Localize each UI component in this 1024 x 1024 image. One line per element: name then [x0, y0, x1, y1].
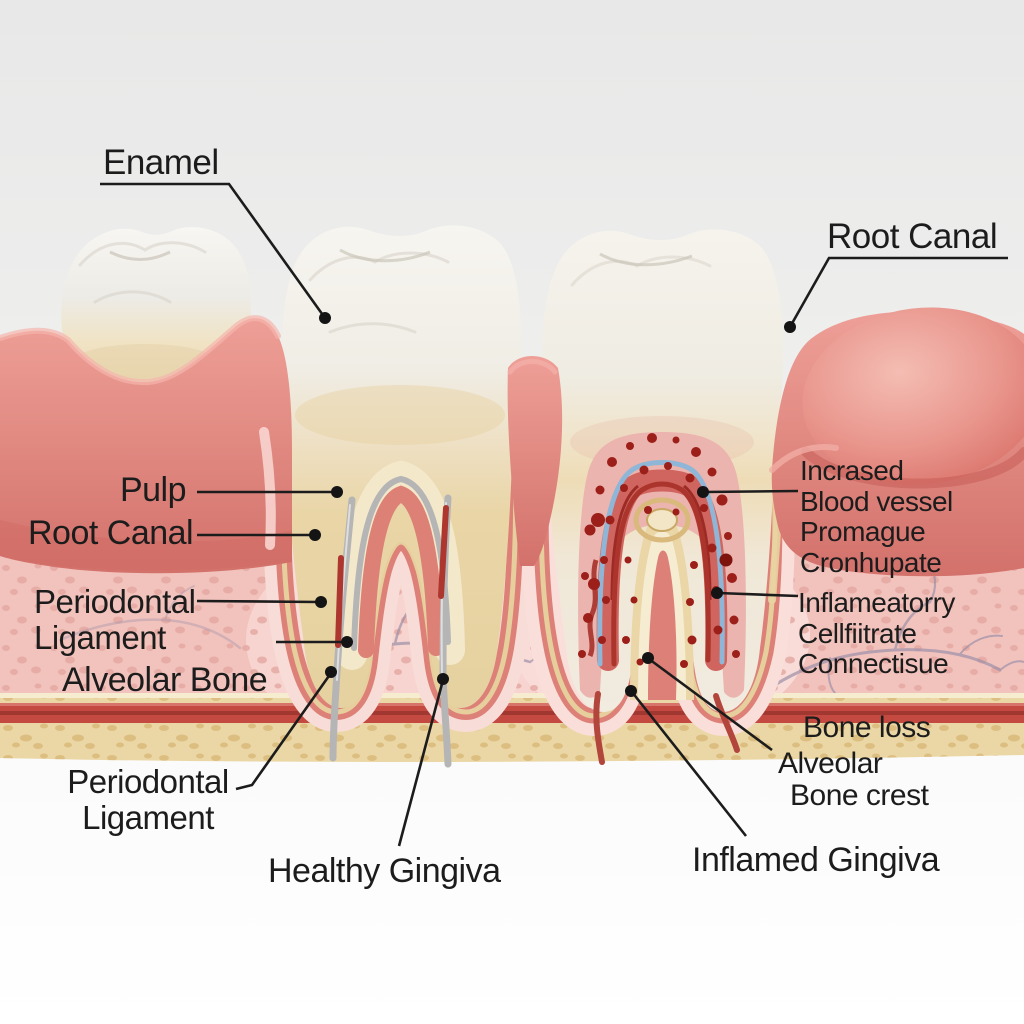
label-alveolar-bone-text: Alveolar Bone: [62, 661, 268, 699]
label-ibv-line4: Cronhupate: [800, 546, 942, 578]
label-healthy-gingiva-text: Healthy Gingiva: [268, 852, 501, 890]
label-bone-loss: Bone loss: [803, 711, 931, 744]
inflamed-tooth: [541, 229, 784, 765]
label-periodontal-ligament-left: Periodontal Ligament: [34, 583, 196, 656]
leader-enamel: [100, 182, 327, 319]
label-root-canal-left-text: Root Canal: [28, 514, 194, 552]
label-bone-loss-text: Bone loss: [803, 711, 931, 744]
label-root-canal-top: Root Canal: [827, 217, 998, 256]
leader-inflammatory-infiltrate: [717, 591, 799, 598]
label-increased-blood-vessel: Incrased Blood vessel Promague Cronhupat…: [800, 455, 953, 578]
label-pdl-left-line1: Periodontal: [34, 583, 196, 620]
leader-periodontal-ligament-bottom: [235, 672, 333, 791]
label-periodontal-ligament-bottom: Periodontal Ligament: [64, 764, 232, 835]
right-gum-inflamed-gingiva: [769, 307, 1024, 577]
label-enamel-text: Enamel: [103, 143, 219, 182]
label-ibv-line2: Blood vessel: [800, 485, 953, 517]
label-crest-line2: Bone crest: [790, 778, 929, 812]
label-crest-line1: Alveolar: [778, 747, 883, 780]
interdental-papilla: [507, 356, 563, 566]
label-ii-line1: Inflameatorry: [798, 587, 955, 618]
left-gum-healthy-gingiva: [0, 315, 292, 574]
label-ii-line3: Connectisue: [798, 648, 949, 680]
label-pdl-bottom-line2: Ligament: [82, 798, 214, 836]
label-inflamed-gingiva-text: Inflamed Gingiva: [692, 841, 940, 879]
swollen-gum-bulge: [802, 307, 1024, 485]
healthy-tooth: [281, 225, 522, 768]
label-pdl-left-line2: Ligament: [34, 618, 166, 656]
leader-alveolar-bone-crest: [648, 657, 773, 752]
label-pdl-bottom-line1: Periodontal: [67, 763, 229, 800]
label-root-canal-left: Root Canal: [28, 514, 194, 552]
cortical-bone-band: [0, 693, 1024, 762]
label-inflammatory-infiltrate: Inflameatorry Cellfiitrate Connectisue: [798, 587, 955, 680]
blood-vessel-blue: [597, 460, 725, 667]
label-pulp: Pulp: [28, 471, 187, 509]
leader-increased-blood-vessel: [703, 489, 799, 494]
label-inflamed-gingiva: Inflamed Gingiva: [692, 841, 940, 879]
label-root-canal-top-text: Root Canal: [827, 217, 998, 256]
leader-inflamed-gingiva: [630, 691, 748, 837]
leader-lines: [100, 182, 1008, 847]
label-enamel: Enamel: [103, 144, 219, 182]
label-alveolar-bone-crest: Alveolar Bone crest: [778, 747, 929, 812]
leader-healthy-gingiva: [397, 679, 445, 847]
leader-root-canal-top: [788, 256, 1008, 328]
label-pulp-text: Pulp: [119, 471, 187, 509]
label-healthy-gingiva: Healthy Gingiva: [268, 853, 501, 890]
label-alveolar-bone: Alveolar Bone: [62, 661, 268, 699]
inflammatory-cell-dots: [578, 433, 740, 668]
label-ibv-line3: Promague: [800, 516, 926, 548]
inflamed-pulp-region: [578, 432, 746, 700]
blood-vessel-red: [611, 481, 711, 667]
label-ibv-line1: Incrased: [800, 455, 904, 486]
label-ii-line2: Cellfiitrate: [798, 617, 917, 649]
apical-blood-vessels: [593, 691, 740, 765]
leader-periodontal-ligament-1: [196, 599, 320, 604]
leader-dots: [309, 312, 796, 697]
root-canal-instrument: [329, 494, 452, 768]
